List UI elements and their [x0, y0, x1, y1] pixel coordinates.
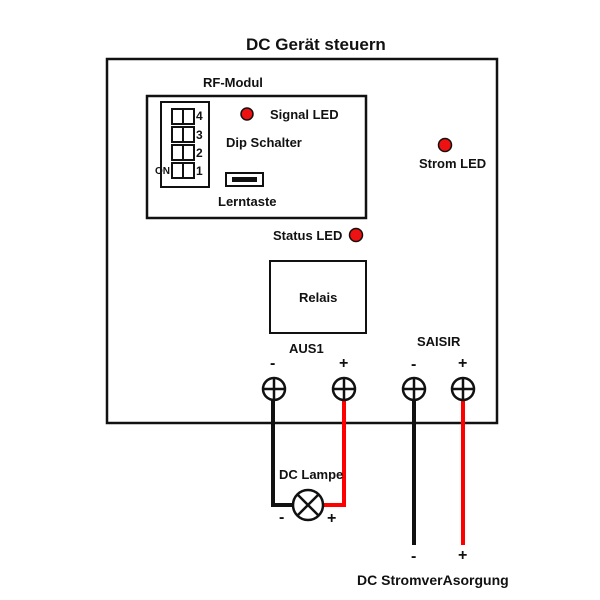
device-enclosure [105, 57, 499, 425]
learn-button-label: Lerntaste [218, 194, 277, 209]
lamp-icon [291, 488, 325, 522]
input-minus-terminal-icon [401, 376, 427, 402]
status-led-icon [348, 227, 364, 243]
dip-switch-label: Dip Schalter [226, 135, 302, 150]
input-terminal-label: SAISIR [417, 334, 461, 349]
lamp-plus-sign: + [327, 510, 337, 527]
output-minus-sign: - [270, 355, 276, 372]
dip-switch-1 [171, 162, 195, 179]
status-led-label: Status LED [273, 228, 343, 243]
signal-led-label: Signal LED [270, 107, 339, 122]
relay-label: Relais [299, 290, 338, 305]
dip-switch-2 [171, 144, 195, 161]
power-supply-label: DC StromverAsorgung [357, 572, 509, 588]
lamp-negative-wire [271, 400, 292, 507]
lamp-positive-wire [324, 400, 346, 507]
supply-minus-sign: - [411, 548, 417, 565]
lamp-label: DC Lampe [279, 467, 344, 482]
input-minus-sign: - [411, 356, 417, 373]
dip-position-2: 2 [196, 146, 203, 160]
input-plus-sign: + [458, 355, 468, 372]
dip-on-label: ON [155, 166, 170, 177]
power-led-icon [437, 137, 453, 153]
power-led-label: Strom LED [419, 156, 487, 171]
dip-position-3: 3 [196, 128, 203, 142]
rf-module-label: RF-Modul [203, 75, 263, 90]
dip-switch-4 [171, 108, 195, 125]
output-minus-terminal-icon [261, 376, 287, 402]
dip-switch-3 [171, 126, 195, 143]
dip-position-4: 4 [196, 109, 203, 123]
dip-switch-housing [160, 101, 210, 188]
input-plus-terminal-icon [450, 376, 476, 402]
learn-button [225, 172, 264, 187]
relay-box [269, 260, 367, 334]
output-plus-sign: + [339, 355, 349, 372]
diagram-title: DC Gerät steuern [246, 35, 386, 54]
output-plus-terminal-icon [331, 376, 357, 402]
dip-position-1: 1 [196, 164, 203, 178]
supply-plus-sign: + [458, 547, 468, 564]
rf-module-box [145, 94, 368, 220]
lamp-minus-sign: - [279, 509, 285, 526]
signal-led-icon [240, 107, 254, 121]
output-terminal-label: AUS1 [289, 341, 324, 356]
